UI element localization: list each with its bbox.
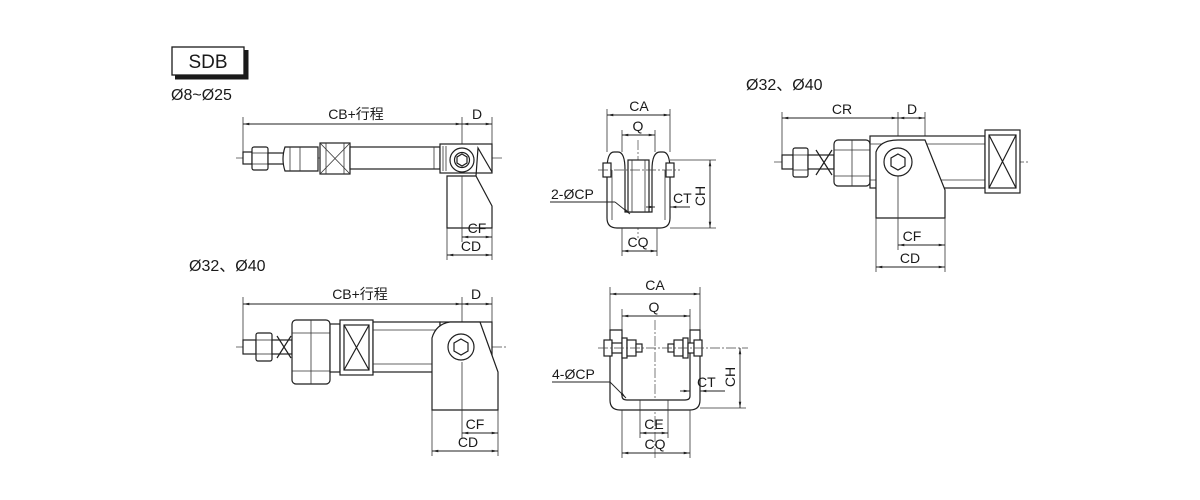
ce-label: CE [644,416,663,432]
cd-label: CD [461,238,481,254]
large-bore-label-top: Ø32、Ø40 [746,77,823,94]
cf-label: CF [468,220,487,236]
ca-label: CA [645,277,665,293]
cf-label: CF [903,228,922,244]
cf-label: CF [466,416,485,432]
cr-label: CR [832,101,852,117]
ct-label: CT [673,190,692,206]
cq-label: CQ [645,436,666,452]
d-label: D [907,101,917,117]
ch-label: CH [722,367,738,387]
small-bore-side-view: CB+行程 D [236,106,502,260]
ct-label: CT [697,374,716,390]
large-bore-front-view: CA Q 4-ØCP CT CH CE [552,277,748,458]
cb-stroke-label: CB+行程 [328,106,384,122]
cd-label: CD [458,434,478,450]
large-bore-side-view-top: CR D CF CD [774,101,1030,272]
large-bore-side-view-bottom: CB+行程 D CF CD [236,286,506,456]
small-bore-label: Ø8~Ø25 [171,87,232,104]
cq-label: CQ [628,234,649,250]
ca-label: CA [629,98,649,114]
q-label: Q [649,299,660,315]
cd-label: CD [900,250,920,266]
d-label: D [471,286,481,302]
cb-stroke-label: CB+行程 [332,286,388,302]
series-label: SDB [188,52,227,73]
ch-label: CH [692,186,708,206]
q-label: Q [633,118,644,134]
cp-label: 4-ØCP [552,366,595,382]
small-bore-front-view: CA Q 2-ØCP CT CH CQ [550,98,716,256]
cp-label: 2-ØCP [551,186,594,202]
large-bore-label-bottom: Ø32、Ø40 [189,258,266,275]
series-label-box: SDB [171,46,249,80]
d-label: D [472,106,482,122]
